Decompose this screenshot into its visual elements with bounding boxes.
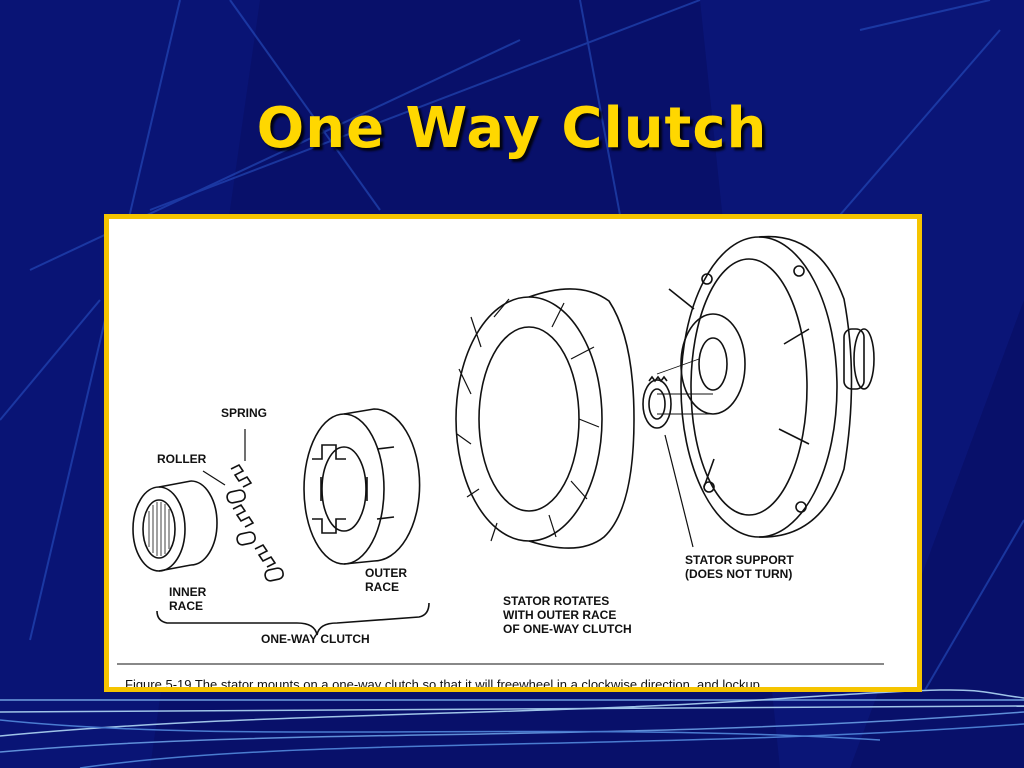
label-outer-race-line2: RACE [365,580,399,594]
label-outer-race-line1: OUTER [365,566,407,580]
clutch-diagram: SPRING ROLLER INNER RACE OUTER RACE ONE-… [117,235,884,687]
label-spring: SPRING [221,406,267,420]
inner-race-drawing [132,480,218,572]
figure-caption: Figure 5-19 The stator mounts on a one-w… [125,677,760,687]
leader-lines [202,429,694,548]
label-one-way-clutch: ONE-WAY CLUTCH [261,632,370,646]
outer-race-drawing [303,408,421,565]
background-lines [0,0,1024,691]
slide-title: One Way Clutch [256,96,768,161]
stator-drawing [455,288,635,549]
springs-drawing [230,463,277,568]
bottom-stripes [0,689,1024,768]
label-stator-support-line1: STATOR SUPPORT [685,553,794,567]
label-stator-support-line2: (DOES NOT TURN) [685,567,792,581]
label-stator-line2: WITH OUTER RACE [503,608,616,622]
stator-support-drawing [642,235,875,538]
figure-frame: SPRING ROLLER INNER RACE OUTER RACE ONE-… [104,214,922,692]
label-inner-race-line1: INNER [169,585,207,599]
one-way-clutch-brace [156,602,430,636]
label-stator-line3: OF ONE-WAY CLUTCH [503,622,632,636]
label-stator-line1: STATOR ROTATES [503,594,609,608]
rollers-drawing [226,489,284,582]
label-roller: ROLLER [157,452,207,466]
label-inner-race-line2: RACE [169,599,203,613]
